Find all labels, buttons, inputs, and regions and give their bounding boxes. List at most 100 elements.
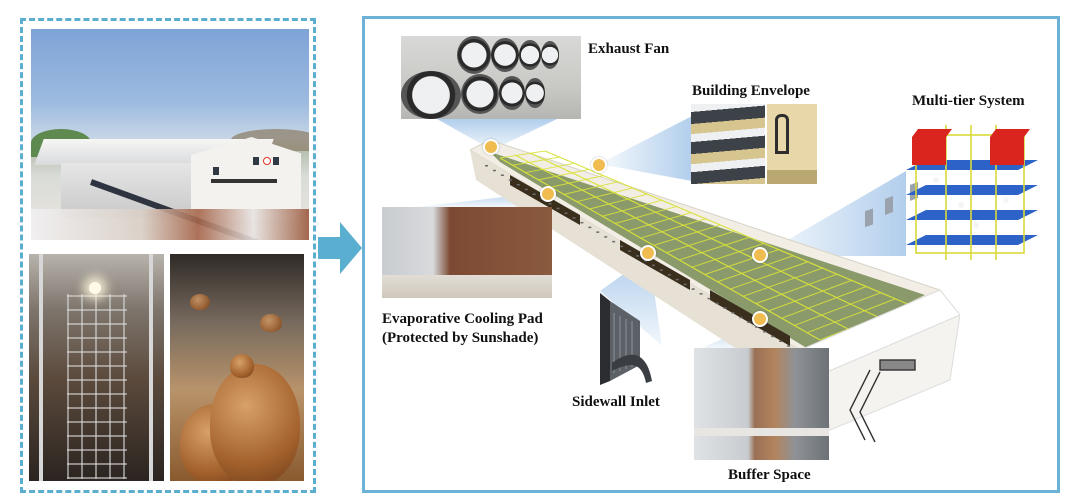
floor: [382, 275, 552, 298]
buffer-space-photo: [694, 348, 829, 460]
sidewall-inlet: [755, 326, 759, 328]
sidewall-inlet: [492, 169, 496, 172]
nest-boxes: [912, 129, 1030, 165]
hen: [190, 294, 210, 310]
snowy-ground: [31, 209, 309, 240]
fan: [499, 76, 525, 110]
sandwich-panel-photo: [691, 104, 765, 184]
cage-cross-frame: [563, 181, 619, 195]
hen-head: [230, 354, 254, 378]
fan: [457, 36, 491, 74]
marker-sidewall-inlet[interactable]: [640, 245, 656, 261]
cage-cross-frame: [691, 242, 765, 268]
house-gable-end: [191, 137, 301, 219]
cage-cross-frame: [666, 230, 735, 254]
cage-cross-frame: [653, 224, 721, 246]
multi-tier-system-render: [906, 125, 1038, 260]
sidewall-inlet: [667, 274, 671, 276]
marker-buffer-space[interactable]: [752, 311, 768, 327]
sidewall-inlet: [500, 174, 504, 176]
sidewall-inlet: [651, 264, 655, 267]
panel-joint-photo: [767, 104, 817, 184]
arrow-right-icon: [318, 222, 362, 274]
marker-multi-tier-system[interactable]: [752, 247, 768, 263]
cage-cross-frame: [602, 199, 662, 217]
cage-cross-frame: [730, 261, 808, 290]
cage-cross-frame: [807, 298, 896, 334]
tier-platforms: [906, 160, 1038, 245]
marker-building-envelope[interactable]: [591, 157, 607, 173]
cage-cross-frame: [551, 175, 604, 188]
sidewall-inlet: [739, 316, 743, 319]
beam-exhaust-fan: [437, 119, 557, 150]
cage-cross-frame: [512, 156, 560, 166]
cooling-pad-opening: [620, 240, 690, 290]
sidewall-inlet: [548, 202, 552, 205]
sidewall-inlet-photo: [600, 293, 652, 385]
marker-cooling-pad[interactable]: [540, 186, 556, 202]
sidewall-inlet: [707, 297, 711, 300]
cage-cross-frame: [768, 279, 852, 312]
cage-cross-frame: [499, 150, 546, 159]
fan: [461, 74, 499, 114]
sidewall-inlet: [572, 217, 576, 219]
aviary-wire-grid: [67, 294, 127, 479]
fan: [541, 41, 559, 69]
cooling-pad-opening: [710, 290, 790, 346]
sidewall-inlet: [636, 255, 640, 257]
fan: [525, 78, 545, 108]
cooling-pad-photo: [382, 207, 552, 298]
sidewall-inlet: [620, 245, 624, 248]
sidewall-inlet: [675, 278, 679, 281]
wall-rail: [694, 428, 829, 436]
label-building-envelope: Building Envelope: [692, 83, 810, 99]
beam-multi-tier: [760, 171, 906, 256]
sidewall-inlet: [787, 345, 791, 347]
exhaust-fan-photo: [401, 36, 581, 119]
marker-exhaust-fan[interactable]: [483, 139, 499, 155]
fan: [519, 40, 541, 70]
hen: [210, 364, 300, 481]
insulation-layer: [767, 170, 817, 184]
panel-joint: [775, 114, 789, 154]
sidewall-inlet: [628, 250, 632, 252]
window: [253, 157, 259, 165]
label-cooling-pad: Evaporative Cooling Pad: [382, 311, 543, 327]
sidewall-inlet: [532, 193, 536, 195]
fan: [491, 38, 519, 72]
aviary-interior-photo: [29, 254, 164, 481]
sidewall-inlet: [779, 340, 783, 343]
sidewall-inlet: [612, 240, 616, 243]
sidewall-inlet-row: [485, 165, 798, 352]
sidewall-inlet: [683, 283, 687, 286]
aviary-rail: [149, 254, 153, 481]
sidewall-inlet: [691, 288, 695, 290]
cage-cross-frame: [525, 162, 575, 174]
cage-cross-frame: [794, 292, 881, 326]
house-name-sign: [211, 179, 277, 183]
house-side-wall: [61, 163, 201, 217]
ceiling-light: [89, 282, 101, 294]
cage-cross-frame: [743, 267, 823, 297]
sidewall-inlet: [723, 307, 727, 309]
sidewall-inlet: [771, 335, 775, 338]
sidewall-inlet: [508, 179, 512, 181]
cage-cross-frame: [627, 212, 692, 232]
sidewall-inlet: [580, 221, 584, 224]
sidewall-inlet: [588, 226, 592, 229]
window: [213, 167, 219, 175]
cage-cross-frame: [615, 205, 677, 225]
house-side-wall: [470, 150, 800, 390]
farm-exterior-photo: [31, 29, 309, 240]
sidewall-inlet: [564, 212, 568, 214]
cage-cross-frame: [781, 286, 867, 319]
cage-cross-frame: [755, 273, 838, 305]
sidewall-inlet: [485, 165, 488, 167]
fan: [401, 71, 461, 119]
label-multi-tier-system: Multi-tier System: [912, 93, 1025, 109]
cage-cross-frame: [717, 255, 794, 283]
beam-building-envelope: [599, 116, 692, 181]
label-cooling-pad-note: (Protected by Sunshade): [382, 330, 539, 346]
cage-cross-frame: [576, 187, 633, 203]
laying-hens-photo: [170, 254, 304, 481]
